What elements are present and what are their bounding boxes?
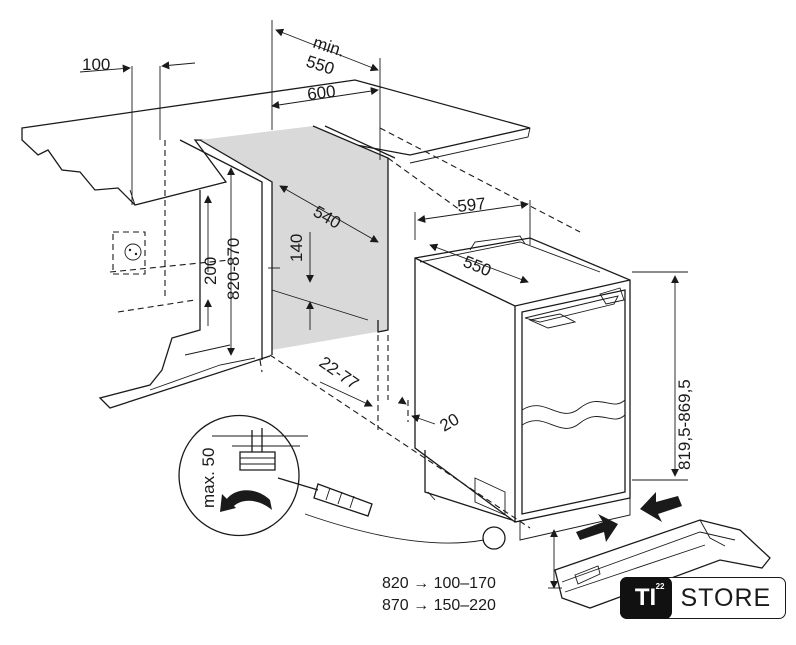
socket-outlet: [112, 231, 146, 275]
label-top-width: 600: [306, 82, 336, 104]
height-legend: 820 → 100–170 870 → 150–220: [382, 575, 496, 614]
label-appliance-depth: 550: [461, 252, 494, 280]
label-plinth-gap: 20: [437, 410, 463, 436]
logo-word: STORE: [680, 583, 772, 612]
construction-lines: [109, 127, 581, 529]
label-max-adjust: max. 50: [199, 448, 218, 508]
logo-mark-sup: 22: [655, 582, 665, 591]
legend-row-1: 820 → 100–170: [382, 575, 496, 592]
niche-cabinet: [98, 125, 396, 409]
label-appliance-width: 597: [456, 194, 486, 216]
label-left-offset: 100: [82, 55, 110, 74]
dimension-lines: [79, 20, 688, 481]
legend-row-2: 870 → 150–220: [382, 597, 496, 614]
label-niche-height: 820-870: [224, 238, 243, 300]
foot-height-dimension: [548, 529, 562, 589]
logo-mark: TI 22: [619, 577, 672, 619]
logo-mark-text: TI: [634, 584, 657, 611]
store-logo: TI 22 STORE: [619, 577, 786, 619]
direction-arrows: [576, 492, 682, 542]
countertop: [21, 79, 531, 206]
adjustment-detail: [178, 414, 485, 544]
label-appliance-height: 819,5-869,5: [675, 379, 694, 470]
label-door-gap: 22-77: [316, 353, 363, 394]
label-vent-height: 140: [287, 234, 306, 262]
label-socket-height: 200: [201, 257, 220, 285]
plinth-panel: [554, 519, 771, 609]
appliance-fridge: [414, 235, 631, 550]
dimension-labels: 100 min. 550 600 540 200 820-870 140 22-…: [82, 33, 694, 508]
